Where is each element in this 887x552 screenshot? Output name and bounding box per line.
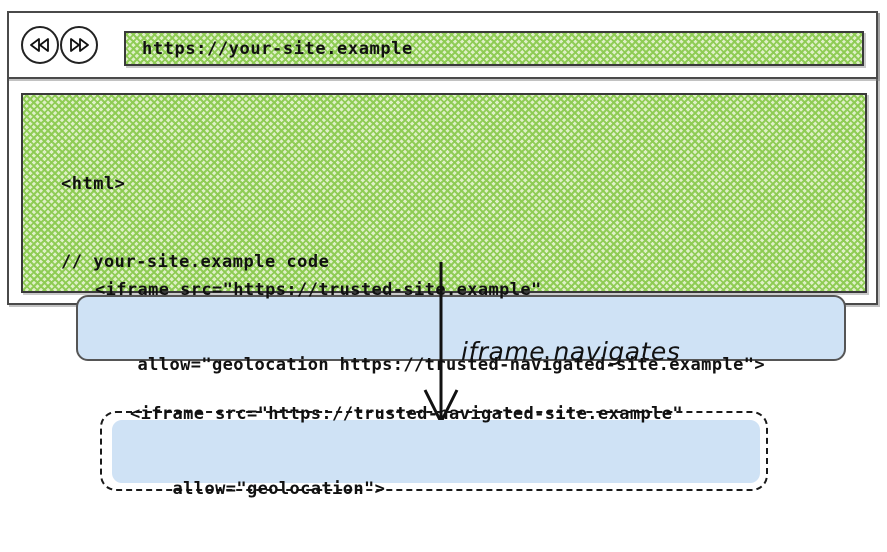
iframe-allow-line: allow="geolocation https://trusted-navig… bbox=[95, 355, 765, 375]
rewind-icon[interactable] bbox=[21, 26, 59, 64]
embedded-iframe-code: <iframe src="https://trusted-site.exampl… bbox=[95, 228, 765, 428]
address-bar-url: https://your-site.example bbox=[142, 38, 413, 59]
code-line-comment: // your-site.example code bbox=[61, 252, 330, 272]
iframe-src-line: <iframe src="https://trusted-site.exampl… bbox=[95, 280, 542, 300]
navigated-iframe-src-line: <iframe src="https://trusted-navigated-s… bbox=[130, 403, 684, 424]
embedded-iframe-box: <iframe src="https://trusted-site.exampl… bbox=[76, 280, 846, 375]
navigated-iframe-code: <iframe src="https://trusted-navigated-s… bbox=[130, 352, 683, 552]
code-line-html-open: <html> bbox=[61, 174, 126, 194]
navigated-iframe-allow-line: allow="geolocation"> bbox=[130, 478, 386, 499]
navigated-iframe-box: <iframe src="https://trusted-navigated-s… bbox=[112, 404, 760, 499]
page-source-code: <html> // your-site.example code bbox=[61, 119, 329, 327]
address-bar[interactable]: https://your-site.example bbox=[124, 31, 864, 66]
annotation-label: iframe navigates bbox=[461, 337, 681, 366]
fast-forward-icon[interactable] bbox=[60, 26, 98, 64]
navigation-buttons bbox=[21, 26, 98, 64]
page-content-area: <html> // your-site.example code <iframe… bbox=[21, 93, 867, 375]
navigated-iframe-dashed-outline: <iframe src="https://trusted-navigated-s… bbox=[100, 404, 768, 499]
